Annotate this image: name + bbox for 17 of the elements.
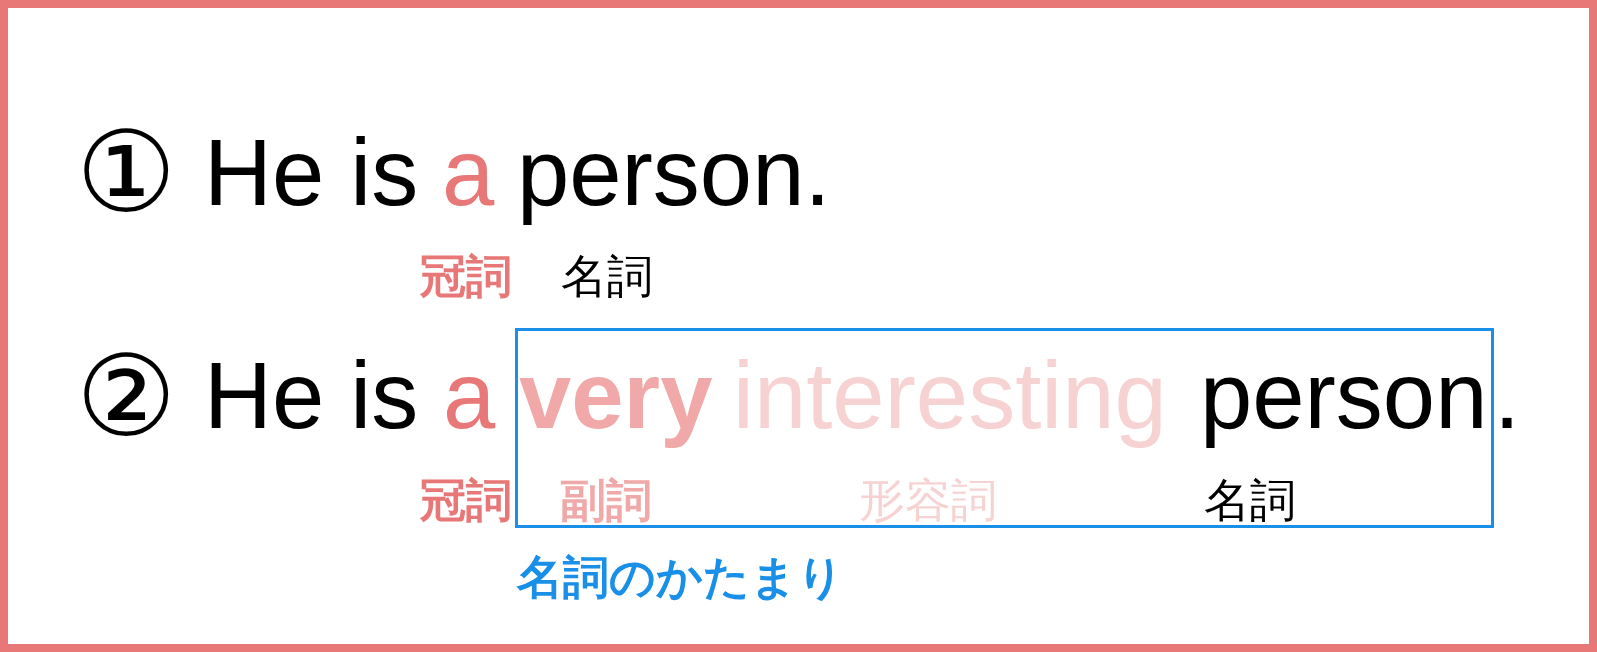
part-of-speech-label: 冠詞: [420, 473, 512, 529]
part-of-speech-label: 副詞: [560, 473, 652, 529]
article-word: a: [442, 119, 495, 227]
adverb-word: very: [519, 342, 713, 450]
noun-word: person: [1200, 342, 1488, 450]
sentence-text: He is: [204, 342, 419, 450]
period-mark: .: [1494, 342, 1521, 450]
sentence-text: He is: [204, 119, 419, 227]
example-number: ②: [76, 340, 177, 452]
part-of-speech-label: 冠詞: [420, 249, 512, 305]
part-of-speech-label: 名詞: [561, 249, 653, 305]
group-caption: 名詞のかたまり: [517, 550, 844, 606]
sentence-text: person.: [517, 119, 831, 227]
part-of-speech-label: 名詞: [1204, 473, 1296, 529]
noun-phrase-frame: [515, 328, 1494, 528]
example-number: ①: [76, 116, 177, 228]
article-word: a: [443, 342, 496, 450]
